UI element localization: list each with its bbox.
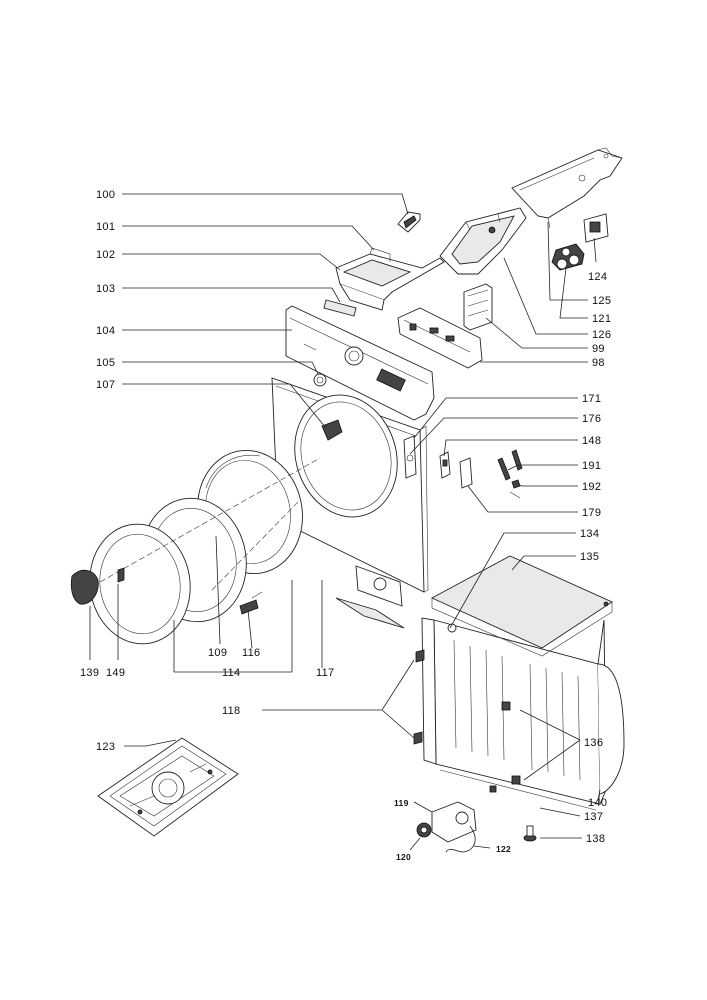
label-122: 122 (496, 844, 511, 854)
label-119: 119 (394, 798, 409, 808)
label-140: 140 (588, 797, 607, 809)
label-125: 125 (592, 295, 611, 307)
part-124-module (583, 213, 609, 243)
part-179-clip (459, 457, 473, 489)
part-104-control-panel (285, 305, 435, 421)
part-126-dispenser-housing (439, 207, 527, 275)
label-192: 192 (582, 481, 601, 493)
part-135-top-lid (430, 555, 613, 657)
label-139: 139 (80, 667, 99, 679)
label-117: 117 (316, 667, 334, 679)
part-148-clip (439, 451, 451, 479)
label-98: 98 (592, 357, 605, 369)
part-99-bracket (463, 283, 493, 331)
label-176: 176 (582, 413, 601, 425)
label-138: 138 (586, 833, 605, 845)
part-117-front-panel (271, 377, 429, 629)
leader-lines (89, 193, 601, 851)
label-121: 121 (592, 313, 611, 325)
part-123-base-tray (97, 737, 239, 837)
label-109: 109 (208, 647, 227, 659)
label-179: 179 (582, 507, 601, 519)
part-118-clips (413, 649, 425, 745)
part-149-door-frame (89, 523, 191, 645)
part-137-cabinet (421, 617, 607, 811)
label-124: 124 (588, 271, 607, 283)
part-192 (509, 479, 521, 499)
part-105-knob (313, 373, 327, 387)
label-99: 99 (592, 343, 605, 355)
axis-line-2 (211, 499, 301, 591)
part-103-strip (323, 299, 357, 317)
part-125-valve (551, 243, 585, 271)
label-123: 123 (96, 741, 115, 753)
label-102: 102 (96, 249, 115, 261)
label-101: 101 (96, 221, 115, 233)
part-100 (397, 211, 421, 233)
part-140-side-panel (597, 663, 625, 795)
part-119-120-122-pump (416, 801, 477, 853)
part-139-handle (70, 569, 99, 605)
label-191: 191 (582, 460, 601, 472)
label-104: 104 (96, 325, 115, 337)
part-101-102-drawer (335, 247, 445, 311)
label-118: 118 (222, 705, 240, 717)
part-107-door-lock (321, 419, 343, 441)
label-105: 105 (96, 357, 115, 369)
label-135: 135 (580, 551, 599, 563)
axis-line (99, 457, 321, 583)
label-100: 100 (96, 189, 115, 201)
part-171-176 (403, 435, 417, 479)
callout-labels: 100 101 102 103 104 105 107 171 176 148 … (80, 189, 611, 862)
label-120: 120 (396, 852, 411, 862)
part-116-hinge (239, 591, 263, 615)
part-138-foot (523, 825, 537, 842)
label-149: 149 (106, 667, 125, 679)
label-134: 134 (580, 528, 599, 540)
label-114: 114 (222, 667, 240, 679)
label-103: 103 (96, 283, 115, 295)
label-116: 116 (242, 647, 260, 659)
label-148: 148 (582, 435, 601, 447)
label-137: 137 (584, 811, 603, 823)
label-171: 171 (582, 393, 601, 405)
label-126: 126 (592, 329, 611, 341)
part-98-control-board (397, 307, 483, 369)
label-136: 136 (584, 737, 603, 749)
label-107: 107 (96, 379, 115, 391)
top-cover-plate (511, 147, 623, 229)
